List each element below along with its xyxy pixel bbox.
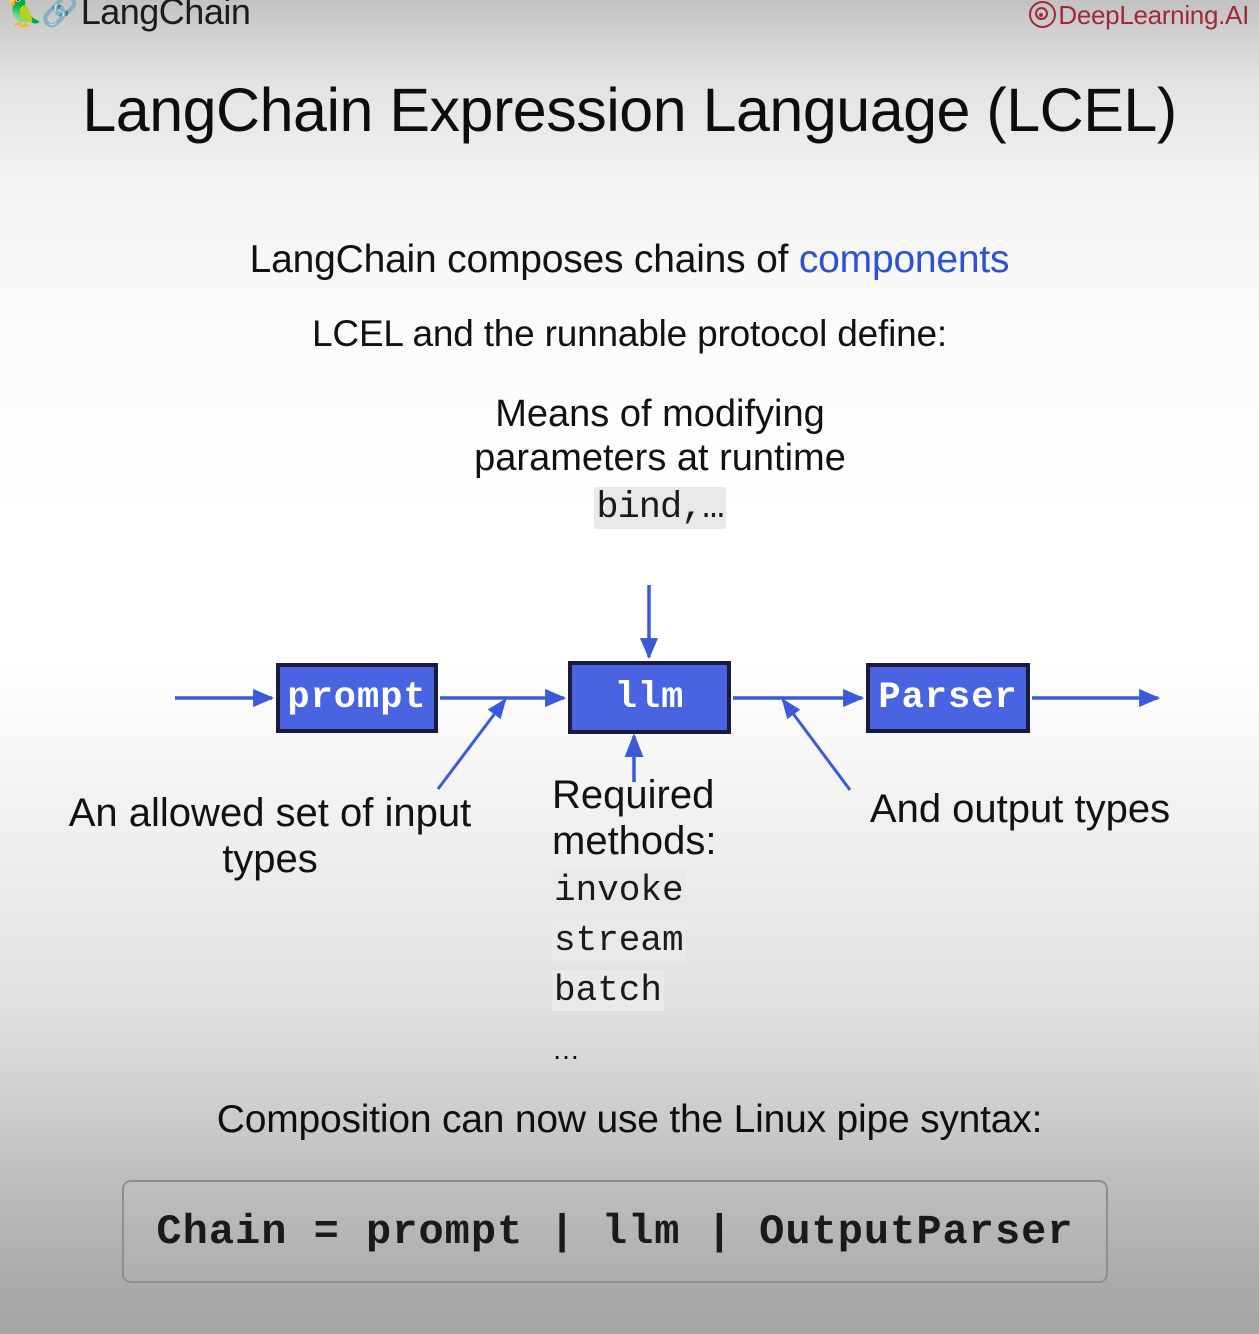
page-title: LangChain Expression Language (LCEL): [82, 76, 1177, 144]
callout-required-methods: Required methods: invoke stream batch …: [552, 772, 852, 1067]
callout-bind-code-wrap: bind,…: [594, 484, 726, 530]
deeplearning-ai-label: DeepLearning.AI: [1058, 0, 1249, 30]
callout-methods-heading: Required methods:: [552, 773, 717, 864]
subtitle-prefix: LangChain composes chains of: [249, 238, 799, 281]
method-code-invoke: invoke: [552, 869, 686, 911]
callout-bind: Means of modifying parameters at runtime…: [430, 392, 890, 530]
deeplearning-ai-brand: DeepLearning.AI: [1029, 1, 1249, 28]
langchain-brand-label: LangChain: [80, 0, 251, 32]
callout-bind-code: bind,…: [594, 487, 726, 530]
langchain-brand: 🦜🔗 LangChain: [6, 0, 251, 32]
diagram-node-prompt[interactable]: prompt: [276, 663, 438, 733]
chain-code-box: Chain = prompt | llm | OutputParser: [122, 1180, 1108, 1283]
callout-bind-text: Means of modifying parameters at runtime: [474, 393, 846, 480]
chain-code-text: Chain = prompt | llm | OutputParser: [156, 1207, 1074, 1256]
subtitle-accent-components: components: [798, 238, 1010, 281]
define-line: LCEL and the runnable protocol define:: [312, 313, 947, 354]
diagram-node-llm[interactable]: llm: [568, 661, 731, 734]
method-row-batch: batch: [552, 967, 852, 1015]
composition-line: Composition can now use the Linux pipe s…: [216, 1098, 1043, 1141]
callout-input-types: An allowed set of input types: [68, 791, 472, 882]
method-row-stream: stream: [552, 917, 852, 965]
method-code-stream: stream: [552, 919, 686, 961]
subtitle: LangChain composes chains of components: [0, 238, 1259, 282]
method-row-invoke: invoke: [552, 867, 852, 915]
parrot-icon: 🦜🔗: [6, 0, 79, 28]
callout-output-types: And output types: [869, 787, 1171, 831]
deeplearning-ai-logo-icon: [1029, 1, 1057, 28]
method-code-batch: batch: [552, 969, 665, 1011]
diagram-node-parser[interactable]: Parser: [866, 663, 1030, 733]
arrow-input-types-to-chain: [436, 698, 507, 790]
method-ellipsis: …: [552, 1034, 581, 1066]
